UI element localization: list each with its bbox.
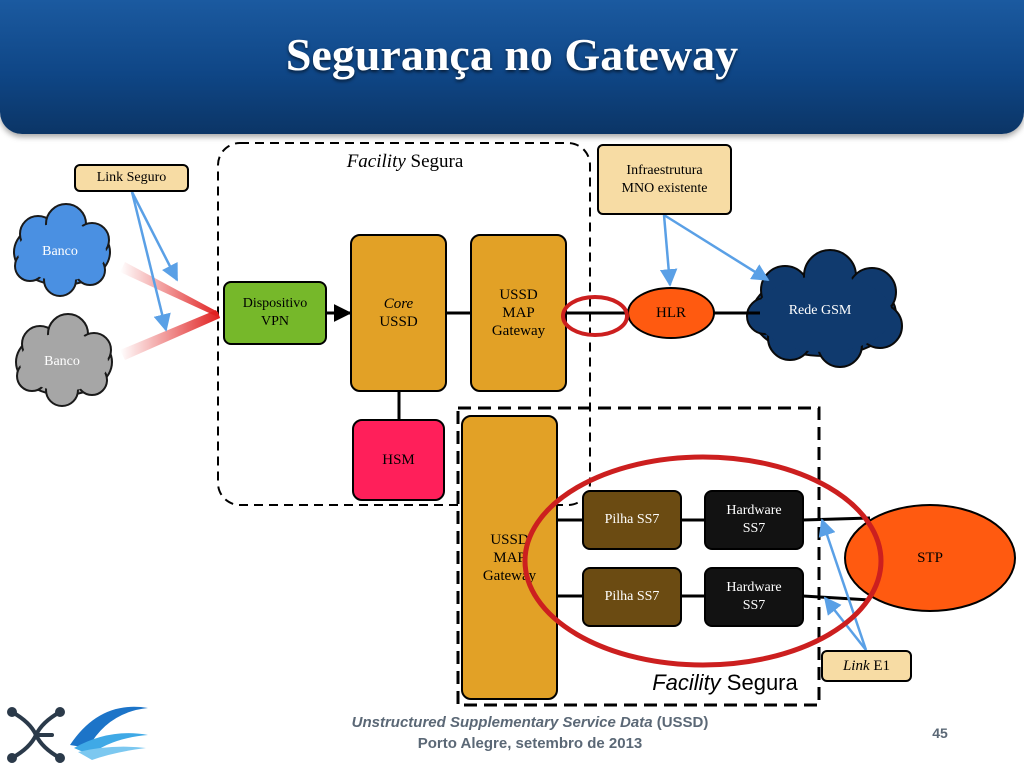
facility-top-italic: Facility (346, 151, 406, 172)
facility-top-rest: Segura (405, 151, 464, 172)
link-e1-arrow-2 (823, 596, 867, 651)
footer-line1: Unstructured Supplementary Service Data … (300, 714, 760, 731)
link-e1-italic: Link (842, 658, 870, 674)
core-rest: USSD (379, 314, 418, 330)
link-seguro-arrow-1 (130, 191, 179, 282)
hsm-text: HSM (382, 452, 415, 468)
gw-bottom-line1: USSD (490, 531, 529, 548)
hw1-line2: SS7 (742, 521, 766, 536)
red-link-bottom (120, 310, 220, 360)
ussd-map-gateway-bottom-box: USSD MAP Gateway (461, 415, 558, 700)
pilha2-text: Pilha SS7 (604, 589, 660, 604)
gw-top-line1: USSD (499, 287, 538, 303)
banco-blue-label: Banco (42, 244, 78, 259)
infra-line2: MNO existente (621, 180, 708, 196)
hw2-to-stp-line (802, 594, 871, 602)
footer-line2: Porto Alegre, setembro de 2013 (417, 735, 643, 752)
infra-line1: Infraestrutura (626, 162, 703, 178)
facility-bottom-label: Facility Segura (630, 668, 820, 698)
ussd-map-gateway-top-box: USSD MAP Gateway (470, 234, 567, 392)
pilha-ss7-box-2: Pilha SS7 (582, 567, 682, 627)
title-bar (0, 0, 1024, 134)
stp-label: STP (917, 550, 943, 566)
gw-top-line2: MAP (502, 305, 535, 321)
link-seguro-text: Link Seguro (96, 170, 167, 185)
footer-rest: (USSD) (652, 714, 709, 731)
facility-bottom-italic: Facility (652, 670, 721, 695)
gw-bottom-line2: MAP (493, 549, 526, 566)
slide-title: Segurança no Gateway (285, 29, 739, 80)
hardware-ss7-box-2: Hardware SS7 (704, 567, 804, 627)
hw2-line1: Hardware (726, 580, 782, 595)
hlr-label: HLR (656, 305, 686, 321)
link-e1-rest: E1 (869, 658, 891, 674)
facility-top-label: Facility Segura (310, 150, 500, 174)
infra-mno-box: Infraestrutura MNO existente (597, 144, 732, 215)
hardware-ss7-box-1: Hardware SS7 (704, 490, 804, 550)
vpn-line1: Dispositivo (242, 296, 308, 311)
hw1-line1: Hardware (726, 503, 782, 518)
infra-arrow-hlr (659, 214, 678, 287)
vpn-line2: VPN (260, 314, 289, 329)
dispositivo-vpn-box: Dispositivo VPN (223, 281, 327, 345)
hsm-box: HSM (352, 419, 445, 501)
footer-italic: Unstructured Supplementary Service Data (351, 714, 653, 731)
hw2-line2: SS7 (742, 598, 766, 613)
page-number: 45 (932, 725, 948, 741)
red-link-top (120, 262, 220, 318)
infra-arrow-gsm (663, 213, 770, 282)
link-e1-label: Link E1 (821, 650, 912, 682)
rede-gsm-label: Rede GSM (788, 303, 852, 318)
link-seguro-arrow-2 (130, 191, 171, 332)
facility-top-region (217, 142, 591, 506)
banco-gray-label: Banco (44, 354, 80, 369)
pilha1-text: Pilha SS7 (604, 512, 660, 527)
pilha-ss7-box-1: Pilha SS7 (582, 490, 682, 550)
facility-bottom-rest: Segura (720, 670, 798, 695)
hw1-to-stp-line (802, 516, 871, 522)
core-ussd-box: Core USSD (350, 234, 447, 392)
core-italic: Core (383, 296, 414, 312)
link-seguro-label: Link Seguro (74, 164, 189, 192)
gw-top-line3: Gateway (491, 323, 546, 339)
gw-bottom-line3: Gateway (482, 567, 537, 584)
